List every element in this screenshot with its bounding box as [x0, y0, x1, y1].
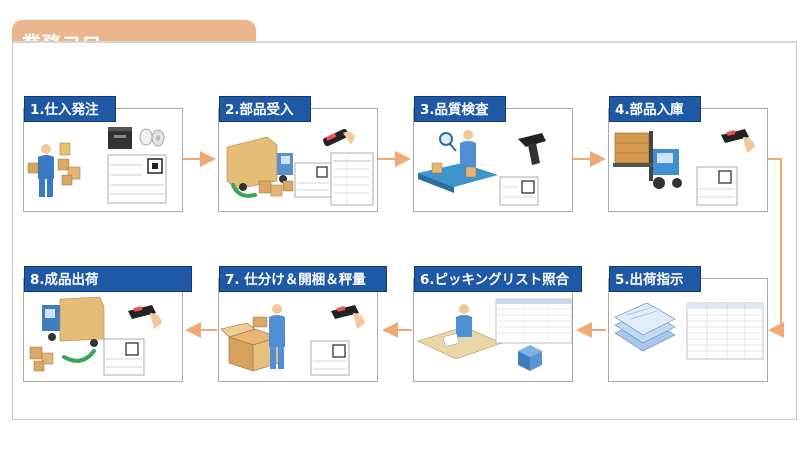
shipping-label-icon — [103, 338, 145, 376]
shipping-table-icon — [686, 302, 764, 360]
conveyor-icon — [418, 162, 498, 193]
desk-worker-icon — [417, 304, 503, 360]
step-label-8: 8.成品出荷 — [24, 266, 192, 292]
magnifier-icon — [439, 132, 457, 152]
picking-list-screen-icon — [495, 298, 573, 344]
package-cube-icon — [518, 345, 542, 371]
scanner-hand-icon — [331, 305, 365, 329]
parts-receiving-illustration — [226, 128, 374, 206]
scanner-hand-icon — [128, 305, 162, 329]
barcode-scanner-icon — [518, 133, 546, 165]
step-label-3: 3.品質検査 — [414, 96, 506, 122]
step-label-2: 2.部品受入 — [219, 96, 311, 122]
label-printer-icon — [108, 127, 132, 149]
storage-label-icon — [696, 166, 738, 206]
step-box-3 — [413, 108, 573, 212]
inspector-icon — [460, 130, 476, 167]
truck-icon — [226, 136, 293, 191]
step-label-4: 4.部品入庫 — [609, 96, 701, 122]
load-arrow-icon — [62, 349, 96, 363]
parts-storage-illustration — [613, 129, 755, 206]
step-label-1: 1.仕入発注 — [24, 96, 116, 122]
document-stack-icon — [614, 302, 676, 352]
quality-inspection-illustration — [418, 130, 546, 206]
product-shipping-illustration — [29, 296, 162, 376]
step-label-5: 5.出荷指示 — [609, 266, 701, 292]
inspection-label-icon — [499, 176, 539, 206]
worker-icon — [38, 144, 54, 197]
shipping-label-icon — [107, 154, 167, 204]
boxes-icon — [29, 346, 54, 372]
sorting-worker-icon — [269, 304, 285, 369]
unload-arrow-icon — [231, 183, 257, 198]
scanner-hand-icon — [721, 129, 755, 153]
step-label-6: 6.ピッキングリスト照合 — [414, 266, 582, 292]
step-label-7: 7. 仕分け＆開梱＆秤量 — [219, 266, 387, 292]
arrow-4-5 — [768, 158, 784, 338]
receiving-sheet-icon — [294, 162, 332, 198]
sorting-illustration — [220, 304, 365, 376]
forklift-icon — [613, 131, 682, 189]
label-roll-icon — [139, 128, 165, 147]
boxes-icon — [258, 180, 294, 197]
shipping-instruction-illustration — [614, 302, 764, 360]
handheld-scanner-icon — [323, 128, 355, 147]
truck-icon — [42, 296, 105, 347]
inventory-list-icon — [330, 152, 374, 206]
picking-list-illustration — [417, 298, 573, 371]
boxes-icon — [27, 142, 81, 186]
scale-icon — [252, 316, 268, 328]
sort-label-icon — [310, 340, 350, 376]
purchase-order-illustration — [27, 127, 167, 204]
